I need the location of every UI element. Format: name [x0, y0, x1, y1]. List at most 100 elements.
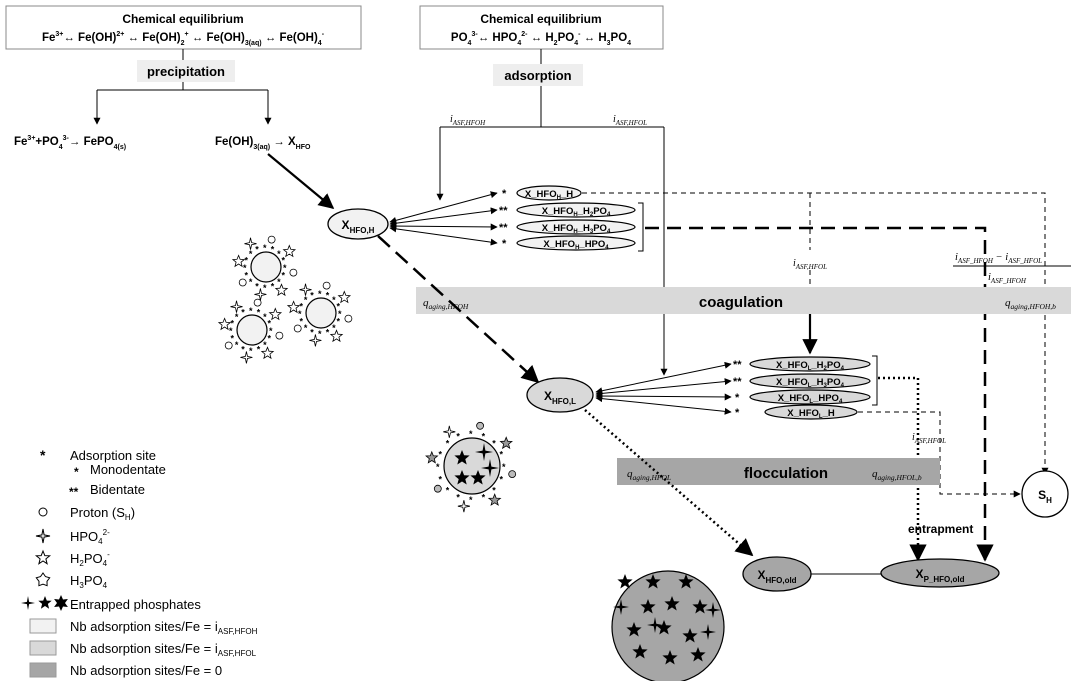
- hpo4-star: [457, 500, 470, 513]
- ratio-denominator: iASF_HFOH: [988, 272, 1027, 285]
- entrapped-star: [454, 470, 470, 485]
- x-hfo-h-node: [327, 208, 389, 240]
- site-asterisk: *: [502, 462, 506, 472]
- phosphate-star: [499, 436, 513, 450]
- entrapped-star: [617, 574, 633, 589]
- site-asterisk: *: [318, 329, 322, 339]
- site-asterisk: *: [249, 249, 253, 259]
- site-mark: *: [502, 188, 507, 200]
- phosphate-star: [425, 450, 439, 464]
- ratio-label: iASF_HFOH − iASF_HFOL iASF_HFOH: [953, 252, 1071, 285]
- entrapped-star: [692, 599, 708, 614]
- site-x-hfoh-hpo4: X_HFOH_HPO4: [543, 239, 609, 251]
- flocculation-band: [617, 458, 940, 485]
- legend-sites-zero: Nb adsorption sites/Fe = 0: [70, 663, 222, 678]
- site-asterisk: *: [439, 449, 443, 459]
- particle-core: [250, 251, 282, 283]
- phosphate-star: [329, 329, 344, 343]
- site-asterisk: *: [277, 277, 281, 287]
- site-asterisk: *: [492, 439, 496, 449]
- site-mark: **: [499, 222, 508, 234]
- ferric-phosphate-reaction: Fe3++PO43-→ FePO4(s): [14, 135, 126, 151]
- phosphate-equilibrium-box: Chemical equilibrium PO43-↔ HPO42- ↔ H2P…: [419, 5, 664, 50]
- site-mark: *: [502, 238, 507, 250]
- ratio-numerator: iASF_HFOH − iASF_HFOL: [955, 252, 1042, 265]
- site-asterisk: *: [439, 475, 443, 485]
- proton-mark: [433, 484, 442, 493]
- site-asterisk: *: [326, 328, 330, 338]
- entrapped-star: [700, 624, 716, 640]
- site-x-hfol-h3po4: X_HFOL_H3PO4: [776, 377, 845, 389]
- site-asterisk: *: [249, 346, 253, 356]
- iron-equilibrium-title: Chemical equilibrium: [122, 12, 243, 26]
- phosphate-star: [274, 283, 289, 297]
- site-asterisk: *: [249, 277, 253, 287]
- site-asterisk: *: [241, 345, 245, 355]
- legend-h2po4: H2PO4-: [70, 550, 110, 568]
- site-asterisk: *: [255, 245, 259, 255]
- site-asterisk: *: [263, 340, 267, 350]
- legend-sites-hfoh: Nb adsorption sites/Fe = iASF,HFOH: [70, 619, 258, 636]
- site-asterisk: *: [263, 283, 267, 293]
- entrapped-star: [664, 596, 680, 611]
- old-particle: [611, 570, 725, 681]
- site-asterisk: *: [257, 345, 261, 355]
- phosphate-star: [337, 290, 352, 304]
- q-aging-hfol-b: qaging,HFOL,b: [872, 468, 922, 482]
- site-asterisk: *: [482, 493, 486, 503]
- site-asterisk: *: [277, 249, 281, 259]
- x-hfo-h-label: XHFO,H: [342, 218, 375, 235]
- entrapped-star: [626, 622, 642, 637]
- site-asterisk: *: [241, 308, 245, 318]
- entrapped-star: [640, 599, 656, 614]
- site-x-hfol-h: X_HFOL_H: [787, 408, 835, 420]
- site-asterisk: *: [456, 432, 460, 442]
- site-asterisk: *: [255, 282, 259, 292]
- site-x-hfoh-h2po4: X_HFOH_H2PO4: [542, 206, 611, 218]
- swatch-hfol: [29, 640, 57, 656]
- site-asterisk: *: [271, 282, 275, 292]
- site-asterisk: *: [263, 312, 267, 322]
- site-asterisk: *: [332, 323, 336, 333]
- site-asterisk: *: [298, 309, 302, 319]
- site-asterisk: *: [243, 263, 247, 273]
- site-asterisk: *: [300, 317, 304, 327]
- h3po4-icon: [35, 572, 51, 587]
- hfo-h-exchange-arrows: [389, 191, 498, 246]
- x-p-hfo-old-node: [880, 558, 1000, 588]
- site-asterisk: *: [245, 271, 249, 281]
- legend-asterisk: **: [69, 485, 79, 499]
- site-asterisk: *: [300, 301, 304, 311]
- entrapped-stars-icon: [21, 595, 68, 611]
- phosphate-equilibrium-equation: PO43-↔ HPO42- ↔ H2PO4- ↔ H3PO4: [451, 31, 631, 47]
- site-asterisk: *: [304, 323, 308, 333]
- site-asterisk: *: [231, 318, 235, 328]
- entrapped-star: [705, 602, 721, 618]
- site-mark: **: [499, 205, 508, 217]
- site-mark: *: [735, 407, 740, 419]
- site-asterisk: *: [326, 291, 330, 301]
- proton-mark: [508, 470, 517, 479]
- h2po4-icon: [34, 549, 52, 565]
- q-aging-hfoh-b: qaging,HFOH,b: [1005, 297, 1056, 311]
- phosphate-equilibrium-title: Chemical equilibrium: [480, 12, 601, 26]
- particle-core: [236, 314, 268, 346]
- coagulation-band: [416, 287, 1071, 314]
- hpo4-icon: [35, 528, 51, 544]
- site-asterisk: *: [282, 271, 286, 281]
- q-aging-hfol: qaging,HFOL: [627, 468, 671, 482]
- site-asterisk: *: [235, 340, 239, 350]
- x-hfo-l-label: XHFO,L: [544, 389, 576, 406]
- site-asterisk: *: [337, 301, 341, 311]
- proton-mark: [238, 278, 247, 287]
- hpo4-star: [299, 283, 312, 296]
- coagulation-label: coagulation: [699, 294, 783, 311]
- swatch-hfoh: [29, 618, 57, 634]
- adsorption-label: adsorption: [504, 68, 571, 83]
- x-hfo-old-label: XHFO,old: [757, 568, 796, 585]
- legend-adsorption-site: Adsorption site: [70, 448, 156, 463]
- phosphate-star: [282, 244, 297, 258]
- proton-mark: [253, 298, 262, 307]
- site-asterisk: *: [282, 255, 286, 265]
